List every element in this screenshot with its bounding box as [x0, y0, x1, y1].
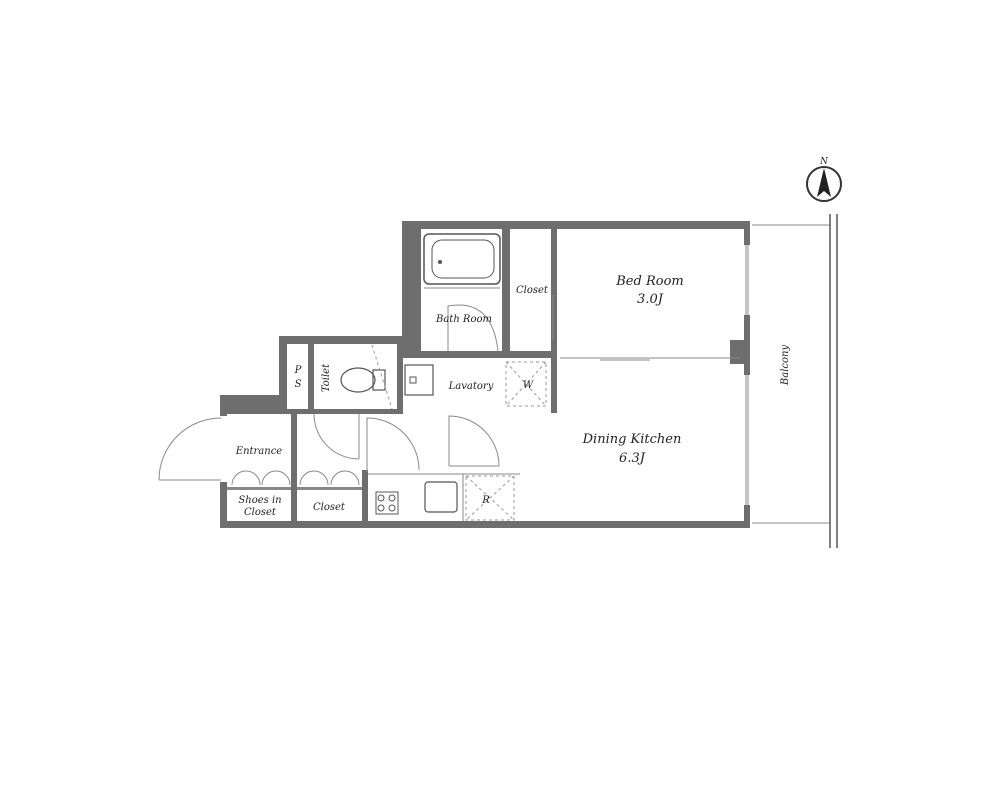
hall-door[interactable]	[366, 417, 420, 472]
toilet-door[interactable]	[313, 413, 360, 460]
bedroom-sliding-door[interactable]	[560, 357, 740, 361]
compass: N	[806, 157, 842, 202]
shoes-closet-label-1: Shoes in	[238, 495, 281, 506]
washer-label: W	[523, 380, 534, 391]
bedroom-label: Bed Room	[615, 274, 683, 289]
lavatory-sink	[404, 364, 434, 396]
toilet-fixture	[340, 344, 393, 410]
entrance-door[interactable]	[158, 417, 222, 481]
fridge-label: R	[481, 495, 490, 506]
closet-upper-label: Closet	[516, 285, 549, 296]
closet-lower-door[interactable]	[299, 470, 360, 486]
fridge-space	[465, 475, 515, 521]
bedroom-size: 3.0J	[637, 292, 664, 307]
ps-label-s: S	[295, 379, 302, 390]
north-arrow-icon	[817, 168, 831, 197]
washer-space	[505, 361, 547, 407]
dining-kitchen-label: Dining Kitchen	[582, 432, 682, 447]
bath-room-label: Bath Room	[435, 314, 492, 325]
balcony-label: Balcony	[780, 345, 791, 387]
balcony: Balcony	[750, 214, 838, 548]
shoes-closet-label-2: Closet	[244, 507, 277, 518]
entrance-label: Entrance	[235, 446, 283, 457]
shoes-closet-door[interactable]	[231, 470, 291, 486]
windows	[744, 245, 750, 505]
kitchen-counter	[368, 473, 520, 521]
bathtub	[423, 233, 501, 285]
lavatory-label: Lavatory	[448, 381, 494, 392]
interior-walls	[227, 229, 557, 528]
ps-label-p: P	[294, 365, 302, 376]
toilet-label: Toilet	[321, 363, 332, 392]
lavatory-door[interactable]	[448, 415, 500, 467]
compass-north-label: N	[819, 157, 829, 167]
bath-room-door[interactable]	[424, 287, 500, 352]
compass-ring	[806, 166, 842, 202]
closet-lower-label: Closet	[313, 502, 346, 513]
dining-kitchen-size: 6.3J	[619, 451, 646, 466]
